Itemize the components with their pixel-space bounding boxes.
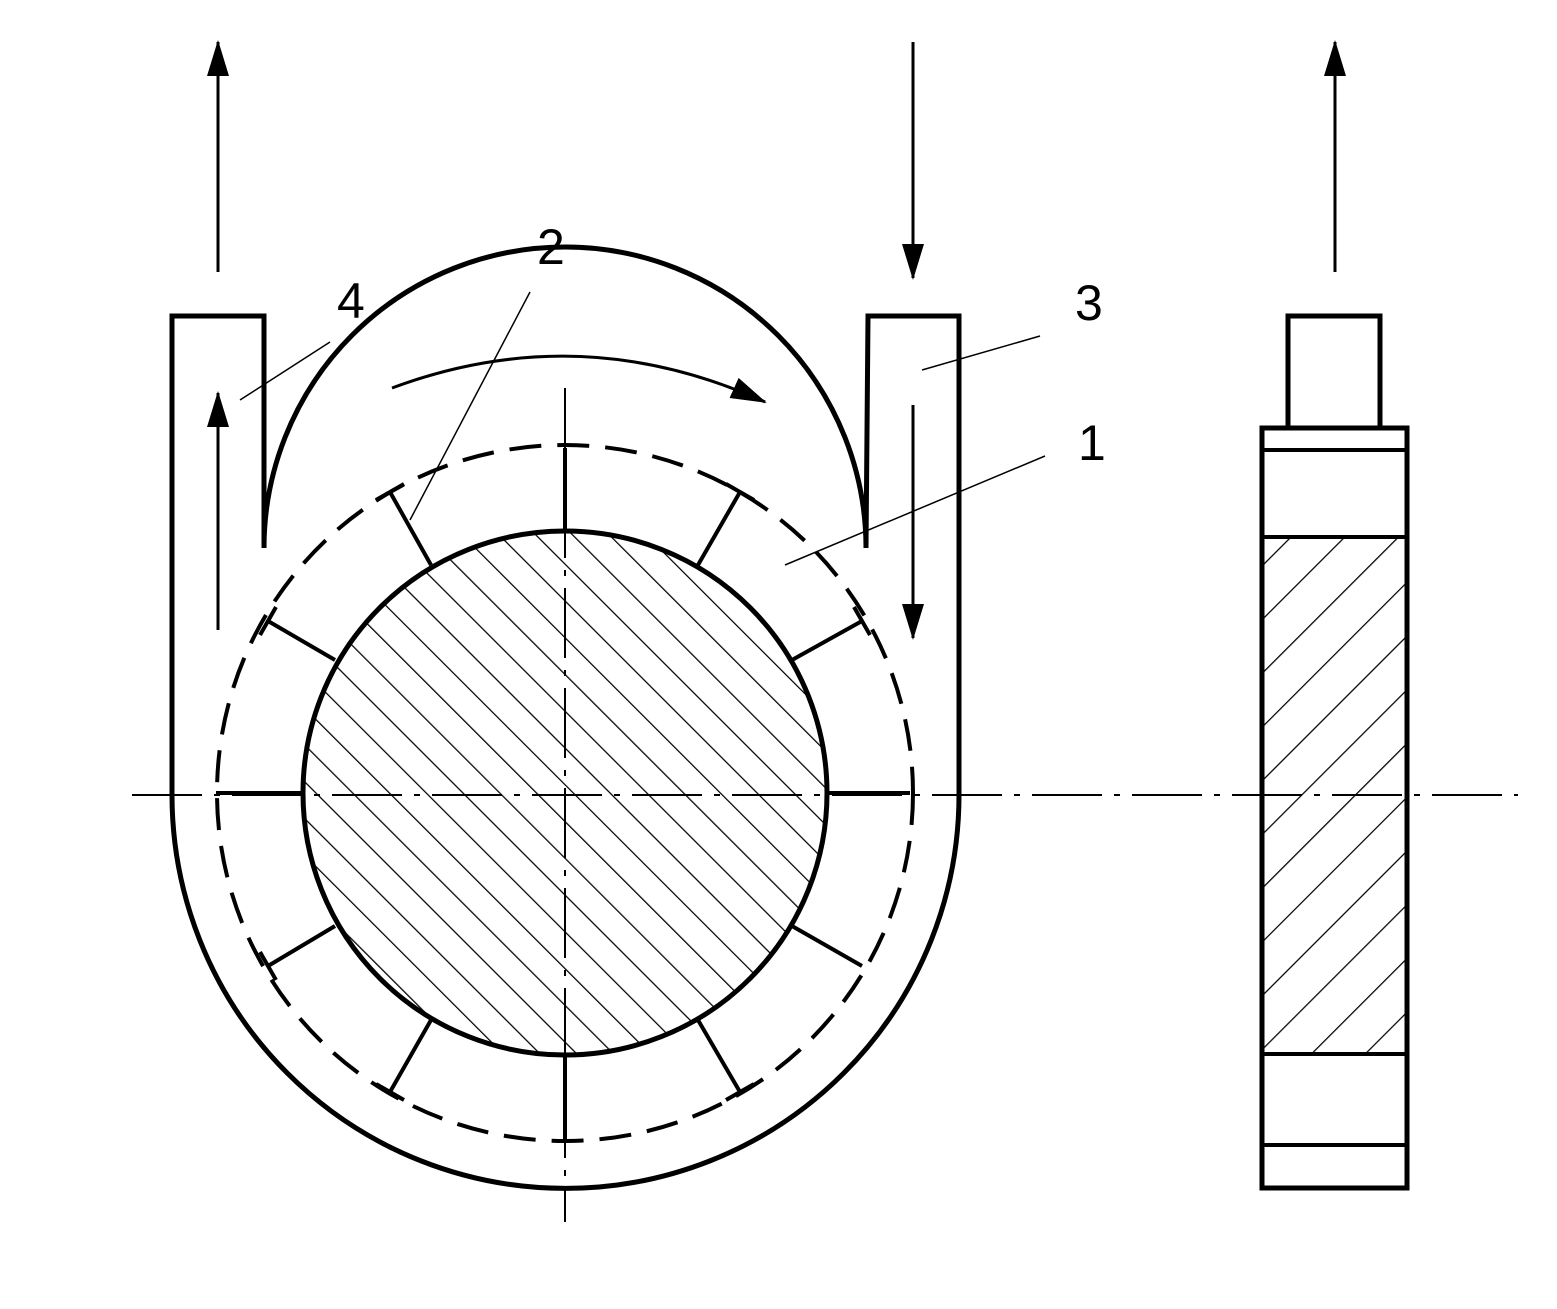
- side-view: [1259, 313, 1410, 1191]
- reference-numeral-1: 1: [1078, 415, 1106, 471]
- vane: [375, 1019, 433, 1102]
- rotation-arrow: [391, 354, 767, 404]
- reference-numeral-4: 4: [337, 273, 365, 329]
- vane: [375, 482, 433, 566]
- reference-numeral-2: 2: [537, 219, 565, 275]
- leader-line-1: [784, 455, 1046, 566]
- vane: [258, 924, 337, 981]
- reference-numeral-3: 3: [1075, 275, 1103, 331]
- housing-outer-outline: [169, 244, 962, 1191]
- vane: [696, 482, 755, 566]
- vane: [791, 924, 863, 968]
- side-view-body: [1259, 425, 1410, 1191]
- leader-line-3: [921, 335, 1041, 371]
- leader-lines: [239, 291, 1046, 566]
- vanes: [216, 448, 910, 1140]
- flow-arrows: [207, 40, 1346, 640]
- vane: [791, 606, 872, 662]
- leader-line-4: [239, 341, 331, 401]
- side-view-rotor-hatched: [1264, 537, 1405, 1054]
- vane: [258, 606, 337, 662]
- pitch-circle-dashed: [215, 443, 915, 1143]
- vane: [696, 1018, 755, 1102]
- rotor-disc: [300, 528, 830, 1058]
- leader-line-2: [409, 291, 531, 521]
- side-view-port: [1285, 313, 1383, 431]
